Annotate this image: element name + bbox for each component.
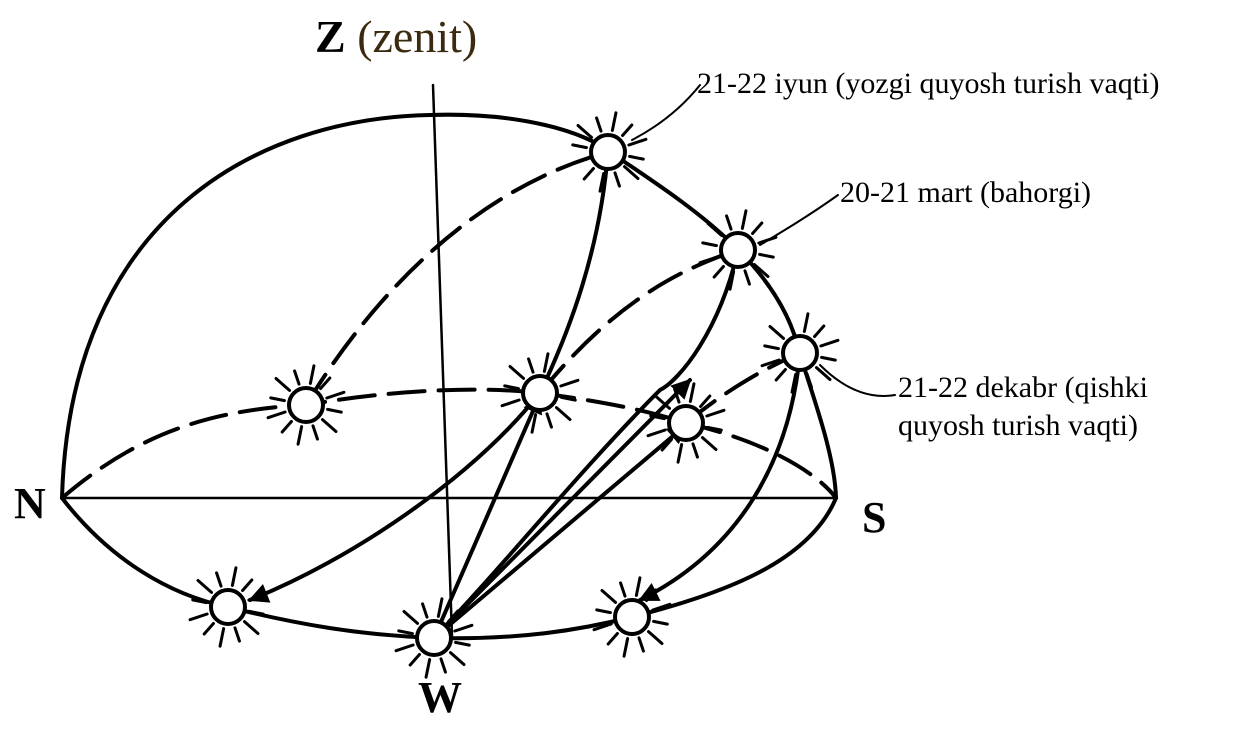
summer-leader: [631, 84, 701, 141]
west-ray-june: [432, 393, 542, 640]
equinox-path-front: [432, 248, 740, 640]
sun-winter-rise-icon: [592, 576, 672, 658]
north-label: N: [14, 479, 46, 528]
west-label: W: [418, 673, 462, 722]
equinox-label: 20-21 mart (bahorgi): [840, 176, 1092, 209]
sun-summer-rise-icon: [188, 566, 268, 648]
west-ray-equinox: [432, 423, 688, 640]
sun-equinox-noon-icon: [698, 209, 778, 291]
summer-solstice-label: 21-22 iyun (yozgi quyosh turish vaqti): [697, 67, 1160, 100]
sun-equinox-rise-icon: [394, 597, 474, 679]
sun-summer-morning-icon: [266, 364, 346, 446]
horizon-back-arc: [60, 387, 838, 500]
winter-path-front: [638, 351, 802, 602]
winter-path-back: [684, 351, 802, 425]
zenith-label: Z (zenit): [315, 14, 477, 60]
sun-equinox-morning-icon: [500, 352, 580, 434]
summer-path-back: [304, 150, 610, 407]
sun-winter-noon-icon: [760, 312, 840, 394]
winter-solstice-label-line1: 21-22 dekabr (qishki: [898, 371, 1148, 404]
sun-summer-noon-icon: [568, 111, 648, 193]
dome-right-edge: [608, 150, 838, 500]
zenith-axis: [431, 83, 454, 638]
zenith-letter: Z: [315, 11, 346, 62]
west-ray-mid: [432, 378, 692, 640]
dome-outline: [60, 112, 612, 500]
sun-winter-morning-icon: [646, 382, 726, 464]
winter-leader: [819, 364, 896, 397]
winter-solstice-label-line2: quyosh turish vaqti): [898, 409, 1138, 442]
south-label: S: [862, 493, 887, 542]
zenith-name: (zenit): [357, 11, 478, 62]
